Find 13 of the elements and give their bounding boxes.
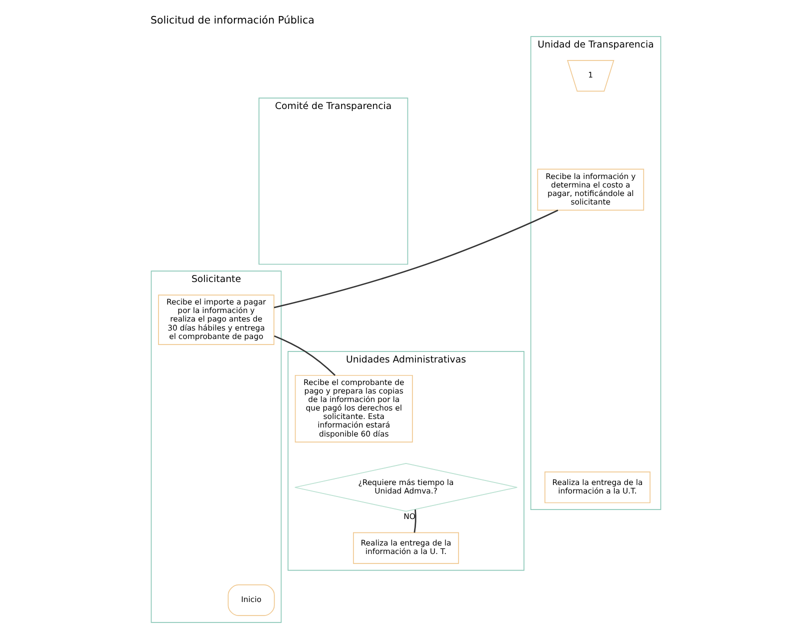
node-box: Recibe el comprobante de pago y prepara las copias de la información por la que pagó los derechos el solicitante. Esta información estará disponible 60 días <box>294 374 412 442</box>
diagram-title: Solicitud de información Pública <box>150 14 314 26</box>
node-box: Recibe la información y determina el costo a pagar, notificándole al solicitante <box>536 168 644 211</box>
connector <box>273 210 558 308</box>
node-box: Recibe el importe a pagar por la información y realiza el pago antes de 30 días hábiles y entrega el comprobante de pago <box>158 294 274 346</box>
connector <box>274 335 336 376</box>
edge-label: NO <box>403 512 415 521</box>
node-box: Comité de Transparencia <box>258 98 408 265</box>
node-box: Realiza la entrega de la información a la U. T. <box>352 532 458 564</box>
node-box: Inicio <box>227 584 274 616</box>
node-diamond: ¿Requiere más tiempo la Unidad Admva.? <box>294 463 518 512</box>
node-box: Realiza la entrega de la información a la U.T. <box>544 472 650 504</box>
connector <box>413 509 416 533</box>
